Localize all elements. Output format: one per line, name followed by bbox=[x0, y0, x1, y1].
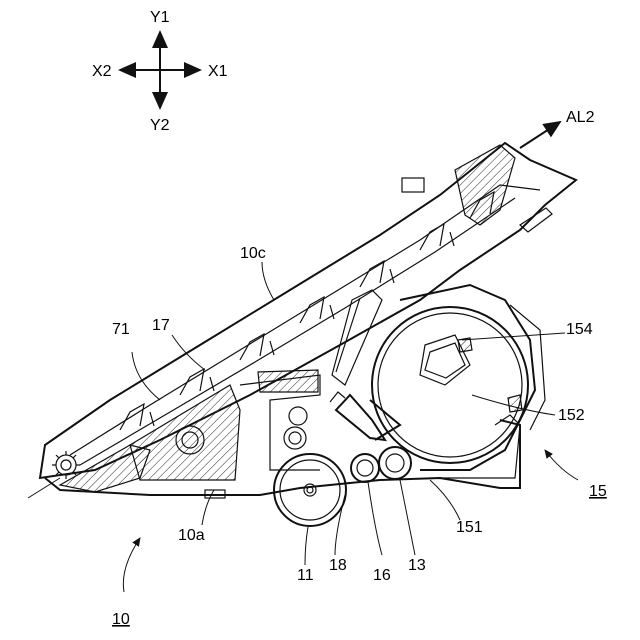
label-152: 152 bbox=[558, 407, 585, 424]
label-15: 15 bbox=[589, 483, 607, 500]
label-154: 154 bbox=[566, 321, 593, 338]
compass-label-down: Y2 bbox=[150, 117, 170, 134]
roller-16 bbox=[351, 454, 379, 482]
direction-compass: Y1 Y2 X2 X1 bbox=[92, 9, 228, 134]
guide-18 bbox=[336, 395, 385, 440]
label-71: 71 bbox=[112, 321, 130, 338]
top-frame-hatch-upper bbox=[455, 145, 515, 225]
compass-label-up: Y1 bbox=[150, 9, 170, 26]
label-10: 10 bbox=[112, 611, 130, 628]
label-16: 16 bbox=[373, 567, 391, 584]
compass-label-right: X1 bbox=[208, 63, 228, 80]
lower-hatch-block bbox=[130, 385, 240, 480]
top-frame-ribs bbox=[120, 192, 494, 430]
label-13: 13 bbox=[408, 557, 426, 574]
paper-roll-151 bbox=[372, 307, 528, 463]
printer-body bbox=[40, 143, 576, 492]
label-151: 151 bbox=[456, 519, 483, 536]
label-18: 18 bbox=[329, 557, 347, 574]
label-10c: 10c bbox=[240, 245, 266, 262]
al2-direction-arrow: AL2 bbox=[520, 109, 595, 148]
roll-holder-15 bbox=[332, 285, 545, 478]
al2-label: AL2 bbox=[566, 109, 595, 126]
compass-label-left: X2 bbox=[92, 63, 112, 80]
label-11: 11 bbox=[297, 567, 314, 584]
roller-13 bbox=[379, 447, 411, 479]
label-17: 17 bbox=[152, 317, 170, 334]
lower-hatch-small bbox=[258, 370, 318, 392]
label-10a: 10a bbox=[178, 527, 205, 544]
